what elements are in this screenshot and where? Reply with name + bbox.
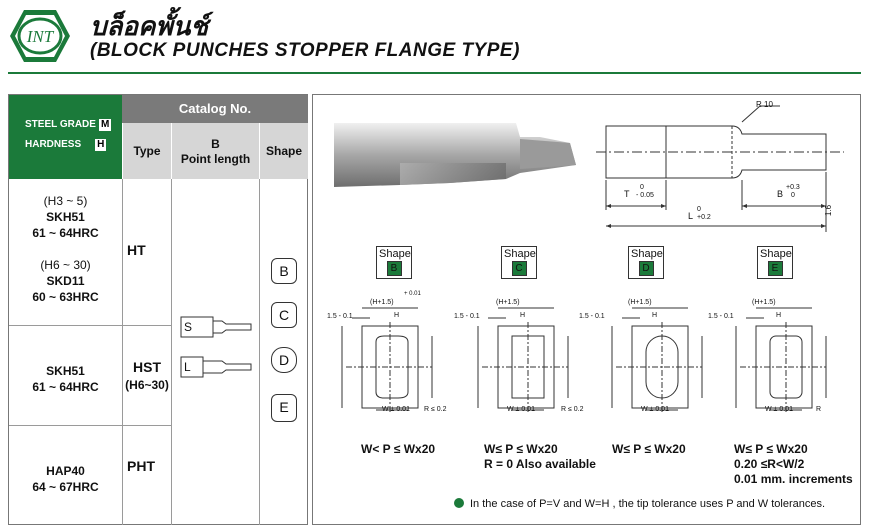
dim-h-plus-d: (H+1.5) <box>628 299 652 306</box>
cond-d: W≤ P ≤ Wx20 <box>612 442 686 456</box>
dim-h-plus-e: (H+1.5) <box>752 299 776 306</box>
title-divider <box>8 72 861 74</box>
type-hst-sub: (H6~30) <box>125 378 169 392</box>
cond-b: W< P ≤ Wx20 <box>361 442 436 456</box>
steel-grade-label: STEEL GRADE <box>25 119 96 130</box>
dim-w-e: W ± 0.01 <box>765 406 793 413</box>
dim-flange-d: 1.5 - 0.1 <box>579 313 605 320</box>
point-length-text: Point length <box>180 152 251 166</box>
t-label: T <box>624 189 630 199</box>
tolerance-note: In the case of P=V and W=H , the tip tol… <box>454 498 825 510</box>
point-length-l: L <box>184 360 191 374</box>
point-length-header: B Point length <box>171 123 259 179</box>
steel-grade-code: M <box>98 119 112 131</box>
dim-flange-b: 1.5 - 0.1 <box>327 313 353 320</box>
cond-e-2: 0.20 ≤R<W/2 <box>734 457 805 471</box>
dim-r-e: R <box>816 406 822 413</box>
dim-flange-c: 1.5 - 0.1 <box>454 313 480 320</box>
dim-flange-e: 1.5 - 0.1 <box>708 313 734 320</box>
dim-h-d: H <box>652 312 658 319</box>
drawing-panel <box>312 94 861 525</box>
type-ht: HT <box>127 242 146 258</box>
cond-c-1: W≤ P ≤ Wx20 <box>484 442 558 456</box>
dim-h-b: H <box>394 312 400 319</box>
shape-b-label: B <box>271 258 297 284</box>
cond-e-1: W≤ P ≤ Wx20 <box>734 442 808 456</box>
dim-w-d: W ± 0.01 <box>641 406 669 413</box>
r10-label: R 10 <box>756 100 773 109</box>
type-hst: HST <box>133 359 161 375</box>
b-label: B <box>777 189 784 199</box>
grade-row-2: SKH51 61 ~ 64HRC <box>32 364 99 394</box>
type-pht: PHT <box>127 458 155 474</box>
punch-drawing <box>596 105 844 232</box>
shape-c-label: C <box>271 302 297 328</box>
shape-d-label: D <box>271 347 297 373</box>
type-header: Type <box>122 123 171 179</box>
dim-h-plus-c: (H+1.5) <box>496 299 520 306</box>
dim-r-c: R ≤ 0.2 <box>561 406 584 413</box>
logo-text: INT <box>26 27 55 46</box>
shape-sections <box>341 307 827 414</box>
punch-photo <box>334 123 576 187</box>
t-tolerance: 0- 0.05 <box>636 184 654 199</box>
point-length-b: B <box>211 137 220 151</box>
l-tolerance: 0+0.2 <box>697 206 711 221</box>
surface-finish: 1.6 <box>824 204 834 217</box>
hardness-code: H <box>95 139 107 151</box>
dim-tol-b: + 0.01 <box>404 291 421 297</box>
shape-e-label: E <box>271 394 297 422</box>
dim-w-c: W ± 0.01 <box>507 406 535 413</box>
point-length-s: S <box>184 320 193 334</box>
hardness-label: HARDNESS <box>25 139 82 150</box>
page-title-en: (BLOCK PUNCHES STOPPER FLANGE TYPE) <box>90 40 520 61</box>
grade-row-1: (H3 ~ 5) SKH51 61 ~ 64HRC (H6 ~ 30) SKD1… <box>32 194 99 304</box>
grade-row-3: HAP40 64 ~ 67HRC <box>32 464 99 494</box>
cond-c-2: R = 0 Also available <box>484 457 596 471</box>
dim-r-b: R ≤ 0.2 <box>424 406 447 413</box>
cond-e-3: 0.01 mm. increments <box>734 472 853 486</box>
dim-w-b: W ± 0.01 <box>382 406 410 413</box>
dim-h-e: H <box>776 312 782 319</box>
dim-h-plus-b: (H+1.5) <box>370 299 394 306</box>
dim-h-c: H <box>520 312 526 319</box>
catalog-header: Catalog No. <box>122 95 308 123</box>
point-length-diagram <box>180 316 252 378</box>
bullet-icon <box>454 498 464 508</box>
shape-header: Shape <box>259 123 308 179</box>
l-label: L <box>688 211 694 221</box>
int-logo: INT <box>10 10 70 62</box>
page-title-thai: บล็อคพั้นช์ <box>90 11 209 41</box>
